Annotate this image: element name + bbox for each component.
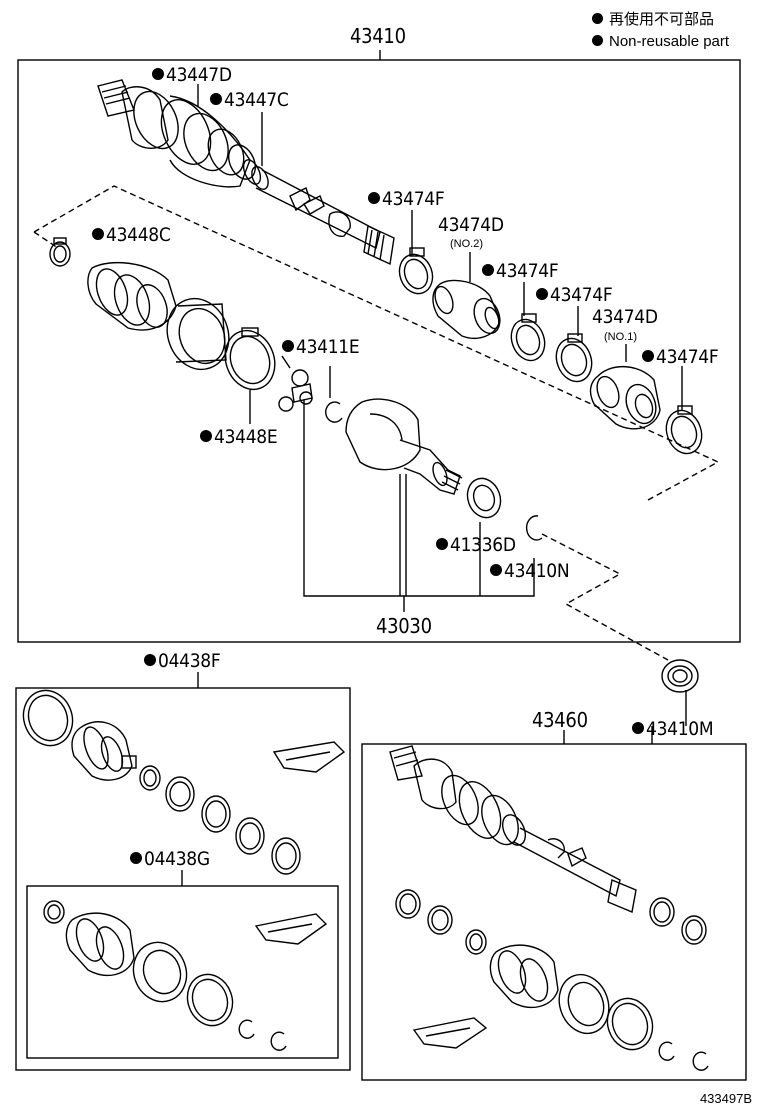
tripod-joint (278, 369, 313, 412)
filled-dot-icon (130, 852, 142, 864)
clamp-43474F-a (398, 247, 434, 295)
label-43474F-a: 43474F (368, 188, 445, 210)
label-43448E-text: 43448E (214, 426, 278, 448)
label-43474F-c: 43474F (536, 284, 613, 306)
label-43411E: 43411E (282, 336, 360, 358)
dashed-outline (33, 185, 720, 501)
filled-dot-icon (152, 68, 164, 80)
boot-43474D-no1 (589, 365, 661, 430)
filled-dot-icon (482, 264, 494, 276)
seal-41336D (466, 477, 502, 519)
label-43447C-text: 43447C (224, 89, 289, 111)
kit-04438F-parts (22, 689, 346, 875)
bracket-43030 (303, 400, 535, 597)
label-43410M: 43410M (632, 718, 714, 740)
label-43410N: 43410N (490, 560, 570, 582)
filled-dot-icon (642, 350, 654, 362)
label-43474F-d: 43474F (642, 346, 719, 368)
label-43447C: 43447C (210, 91, 289, 110)
label-no1: (NO.1) (604, 331, 637, 343)
label-43448C-text: 43448C (106, 224, 171, 246)
label-41336D: 41336D (436, 536, 516, 555)
label-43411E-text: 43411E (296, 336, 360, 358)
legend-jp-text: 再使用不可部品 (609, 11, 715, 28)
label-43447D-text: 43447D (166, 64, 232, 86)
filled-dot-icon (632, 722, 644, 734)
frame-43460 (361, 743, 747, 1081)
snap-ring-43411E (325, 401, 343, 423)
label-43410M-text: 43410M (646, 718, 714, 740)
label-43448E: 43448E (200, 426, 278, 448)
snap-ring-43410N (525, 515, 543, 541)
clamp-43448E (224, 327, 276, 391)
filled-dot-icon (282, 340, 294, 352)
label-43448C: 43448C (92, 226, 171, 245)
filled-dot-icon (436, 538, 448, 550)
legend-jp: 再使用不可部品 (592, 12, 714, 27)
outer-joint-shaft (97, 79, 395, 266)
frame-43410 (17, 59, 741, 643)
assy-43460-parts (389, 745, 709, 1071)
label-43474F-c-text: 43474F (550, 284, 613, 306)
label-41336D-text: 41336D (450, 534, 516, 556)
label-04438F-text: 04438F (158, 650, 221, 672)
filled-dot-icon (592, 35, 603, 46)
label-no2: (NO.2) (450, 238, 483, 250)
filled-dot-icon (92, 228, 104, 240)
filled-dot-icon (490, 564, 502, 576)
inboard-joint (345, 398, 463, 495)
label-43030: 43030 (376, 614, 432, 638)
label-43474F-b: 43474F (482, 260, 559, 282)
legend-en: Non-reusable part (592, 34, 729, 49)
clamp-43474F-c (555, 333, 593, 383)
clamp-43474F-d (665, 405, 703, 455)
label-43474F-b-text: 43474F (496, 260, 559, 282)
filled-dot-icon (536, 288, 548, 300)
filled-dot-icon (592, 13, 603, 24)
label-43474D-no1: 43474D (592, 306, 658, 328)
frame-04438F (15, 687, 351, 1071)
filled-dot-icon (368, 192, 380, 204)
label-43474F-d-text: 43474F (656, 346, 719, 368)
boot-43474D-no2 (432, 279, 501, 339)
legend-en-text: Non-reusable part (609, 33, 730, 50)
filled-dot-icon (144, 654, 156, 666)
filled-dot-icon (200, 430, 212, 442)
label-43410: 43410 (350, 24, 406, 48)
label-04438F: 04438F (144, 650, 221, 672)
label-04438G: 04438G (130, 850, 210, 869)
kit-04438G-parts (43, 900, 328, 1051)
label-43474F-a-text: 43474F (382, 188, 445, 210)
label-43447D: 43447D (152, 66, 232, 85)
clamp-43448C (49, 237, 71, 267)
document-number: 433497B (699, 1091, 752, 1106)
label-43460: 43460 (532, 708, 588, 732)
label-43474D-no2: 43474D (438, 214, 504, 236)
label-04438G-text: 04438G (144, 848, 210, 870)
inner-boot (87, 262, 177, 331)
label-43410N-text: 43410N (504, 560, 570, 582)
clamp-43474F-b (510, 313, 546, 362)
filled-dot-icon (210, 93, 222, 105)
bearing-43410M (661, 659, 699, 693)
joint-housing (166, 297, 230, 371)
frame-04438G (26, 885, 339, 1059)
